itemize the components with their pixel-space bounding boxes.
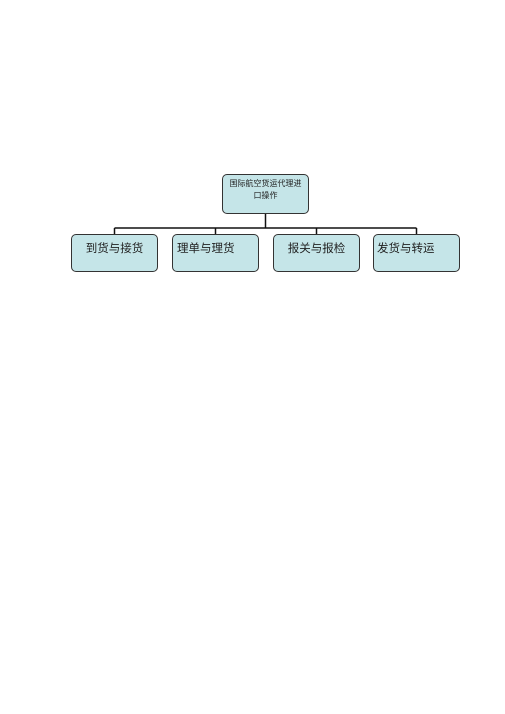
child-node-label: 到货与接货	[85, 241, 144, 255]
child-node-dispatch: 发货与转运	[373, 234, 460, 272]
root-node: 国际航空货运代理进 口操作	[222, 174, 309, 214]
child-node-label: 理单与理货	[177, 241, 235, 255]
child-node-label: 发货与转运	[377, 241, 435, 255]
child-node-label: 报关与报检	[287, 241, 346, 255]
root-node-label-line-1: 国际航空货运代理进	[229, 179, 302, 188]
root-node-label-line-2: 口操作	[253, 191, 278, 200]
child-node-sorting: 理单与理货	[172, 234, 259, 272]
child-node-customs: 报关与报检	[273, 234, 360, 272]
child-node-arrival: 到货与接货	[71, 234, 158, 272]
